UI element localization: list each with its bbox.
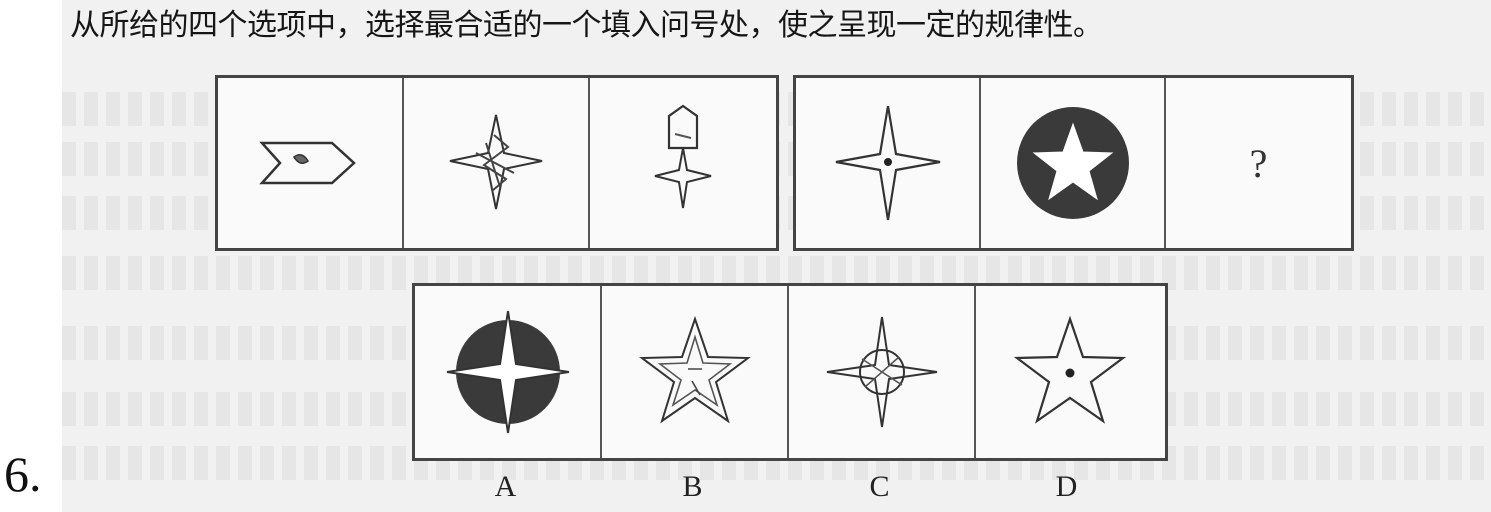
figure-cell-1 (218, 78, 404, 248)
figure-group-1 (215, 75, 779, 251)
figure-cell-3 (590, 78, 776, 248)
option-d-cell[interactable] (976, 286, 1163, 458)
black-circle-white-star-icon (1016, 107, 1129, 219)
question-number: 6. (4, 446, 42, 502)
black-circle-white-four-star-icon (446, 310, 569, 434)
option-b-cell[interactable] (602, 286, 789, 458)
circle-cross-star-icon (826, 316, 937, 428)
figure-group-2: ? (793, 75, 1354, 251)
four-point-star-dot-icon (835, 105, 940, 221)
option-c-cell[interactable] (789, 286, 976, 458)
option-a-cell[interactable] (415, 286, 602, 458)
double-outline-star-icon (638, 315, 751, 424)
question-mark: ? (1249, 140, 1268, 186)
option-label-d[interactable]: D (1055, 470, 1078, 503)
options-group (412, 283, 1168, 461)
option-labels: A B C D (412, 470, 1162, 512)
figure-cell-4 (796, 78, 981, 248)
scribbled-star-icon (449, 114, 543, 210)
option-label-b[interactable]: B (682, 470, 703, 503)
option-label-a[interactable]: A (494, 470, 517, 503)
figure-cell-blank: ? (1166, 78, 1351, 248)
arrow-with-star-icon (654, 104, 712, 209)
arrow-pentagon-icon (259, 141, 356, 185)
question-instruction: 从所给的四个选项中，选择最合适的一个填入问号处，使之呈现一定的规律性。 (70, 8, 1103, 43)
option-label-c[interactable]: C (869, 470, 890, 503)
figure-cell-2 (404, 78, 590, 248)
five-point-star-dot-icon (1013, 315, 1126, 424)
figure-cell-5 (981, 78, 1166, 248)
